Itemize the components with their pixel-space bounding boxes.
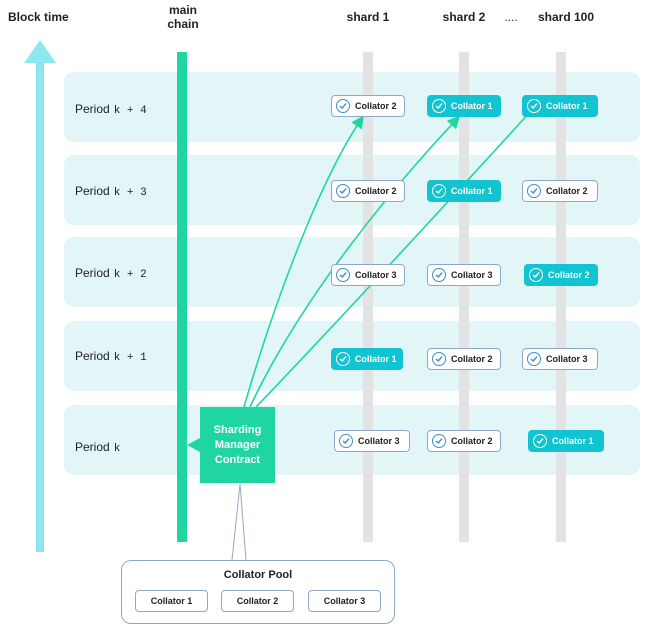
collator-k2-shard2: Collator 3 <box>427 264 501 286</box>
collator-k1-shard100: Collator 3 <box>522 348 598 370</box>
check-icon <box>339 434 353 448</box>
check-icon <box>432 99 446 113</box>
collator-label: Collator 3 <box>546 354 588 364</box>
collator-label: Collator 3 <box>355 270 397 280</box>
check-icon <box>527 352 541 366</box>
check-icon <box>432 352 446 366</box>
collator-k3-shard100: Collator 2 <box>522 180 598 202</box>
main-chain-label-line2: chain <box>167 17 199 31</box>
collator-label: Collator 2 <box>355 186 397 196</box>
check-icon <box>336 184 350 198</box>
collator-k2-shard100: Collator 2 <box>524 264 598 286</box>
collator-k-shard100: Collator 1 <box>528 430 604 452</box>
block-time-arrow <box>36 62 44 552</box>
collator-label: Collator 1 <box>355 354 397 364</box>
connector-to-shard100 <box>255 111 531 408</box>
sharding-manager-contract: Sharding Manager Contract <box>200 407 275 483</box>
collator-k1-shard1: Collator 1 <box>331 348 403 370</box>
collator-k3-shard2: Collator 1 <box>427 180 501 202</box>
check-icon <box>432 184 446 198</box>
collator-pool-title: Collator Pool <box>223 569 293 581</box>
collator-k4-shard1: Collator 2 <box>331 95 405 117</box>
collator-k4-shard100: Collator 1 <box>522 95 598 117</box>
collator-label: Collator 1 <box>451 101 493 111</box>
pool-callout <box>231 483 247 561</box>
smc-line1: Sharding <box>213 423 262 436</box>
pool-collator-3: Collator 3 <box>308 590 381 612</box>
collator-label: Collator 2 <box>546 186 588 196</box>
connector-to-shard1 <box>243 115 364 408</box>
shard-2-chain <box>459 52 469 542</box>
collator-label: Collator 2 <box>548 270 590 280</box>
check-icon <box>533 434 547 448</box>
check-icon <box>336 268 350 282</box>
shard-2-header: shard 2 <box>442 10 486 24</box>
smc-pointer <box>187 438 200 452</box>
shard-ellipsis: .... <box>504 10 518 24</box>
check-icon <box>336 99 350 113</box>
collator-label: Collator 1 <box>552 436 594 446</box>
check-icon <box>432 268 446 282</box>
connector-to-shard2 <box>249 115 461 408</box>
period-suffix: k + 3 <box>113 187 147 199</box>
check-icon <box>527 99 541 113</box>
smc-line2: Manager <box>214 438 261 451</box>
collator-k3-shard1: Collator 2 <box>331 180 405 202</box>
period-word: Period <box>75 184 110 198</box>
shard-1-header: shard 1 <box>346 10 390 24</box>
block-time-label: Block time <box>8 10 69 24</box>
collator-k-shard1: Collator 3 <box>334 430 410 452</box>
collator-label: Collator 1 <box>546 101 588 111</box>
block-time-arrow-head <box>24 40 56 63</box>
period-suffix: k + 4 <box>113 105 147 117</box>
collator-label: Collator 1 <box>451 186 493 196</box>
collator-k-shard2: Collator 2 <box>427 430 501 452</box>
check-icon <box>336 352 350 366</box>
smc-line3: Contract <box>214 453 261 466</box>
collator-k1-shard2: Collator 2 <box>427 348 501 370</box>
pool-collator-1: Collator 1 <box>135 590 208 612</box>
check-icon <box>527 184 541 198</box>
shard-1-chain <box>363 52 373 542</box>
period-word: Period <box>75 349 110 363</box>
period-word: Period <box>75 440 110 454</box>
collator-pool: Collator Pool Collator 1 Collator 2 Coll… <box>121 560 395 624</box>
period-suffix: k + 1 <box>113 352 147 364</box>
collator-k2-shard1: Collator 3 <box>331 264 405 286</box>
period-word: Period <box>75 102 110 116</box>
pool-collator-2: Collator 2 <box>221 590 294 612</box>
collator-label: Collator 2 <box>451 436 493 446</box>
shard-100-header: shard 100 <box>537 10 595 24</box>
collator-label: Collator 3 <box>451 270 493 280</box>
collator-label: Collator 2 <box>355 101 397 111</box>
main-chain-label: main chain <box>158 3 208 31</box>
collator-label: Collator 2 <box>451 354 493 364</box>
period-suffix: k + 2 <box>113 269 147 281</box>
shard-100-chain <box>556 52 566 542</box>
collator-k4-shard2: Collator 1 <box>427 95 501 117</box>
main-chain-label-line1: main <box>168 3 197 17</box>
period-word: Period <box>75 266 110 280</box>
main-chain <box>177 52 187 542</box>
period-suffix: k <box>113 443 121 455</box>
collator-label: Collator 3 <box>358 436 400 446</box>
check-icon <box>529 268 543 282</box>
check-icon <box>432 434 446 448</box>
